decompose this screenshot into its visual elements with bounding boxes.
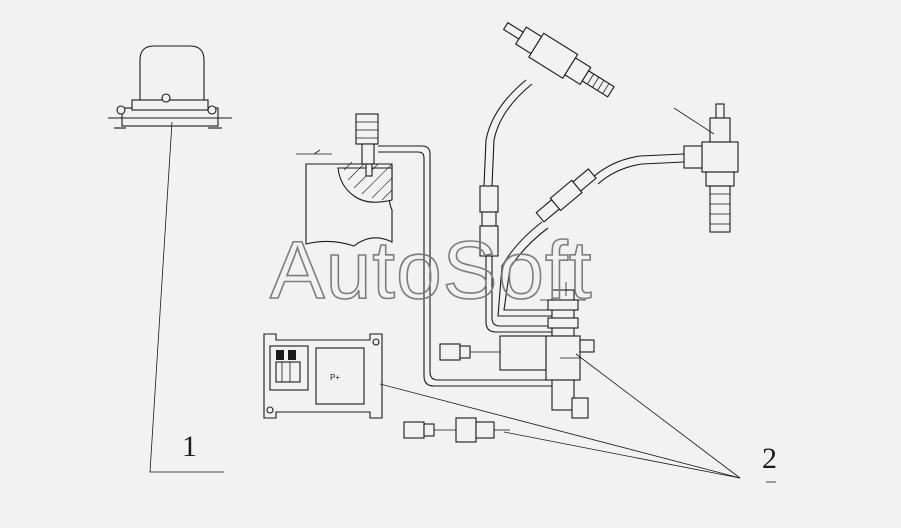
tubing: [378, 79, 685, 387]
module-label: P+: [330, 373, 340, 382]
part-1-relay: [108, 45, 232, 129]
pressure-switch-cable: [403, 417, 510, 443]
callout-1-leader: [149, 121, 224, 473]
solenoid-valve: [499, 282, 595, 419]
top-pressure-sensor: [502, 21, 615, 98]
tube-fittings: [479, 168, 597, 257]
watermark-text: AutoSoft: [270, 225, 593, 316]
valve-connector: [439, 343, 500, 361]
right-pressure-sensor: [673, 103, 739, 233]
mounting-block: [296, 113, 393, 247]
callout-2-leaders: [379, 353, 776, 483]
control-module: P+: [263, 333, 383, 419]
callout-2-label: 2: [762, 442, 777, 475]
callout-1-label: 1: [182, 430, 197, 463]
